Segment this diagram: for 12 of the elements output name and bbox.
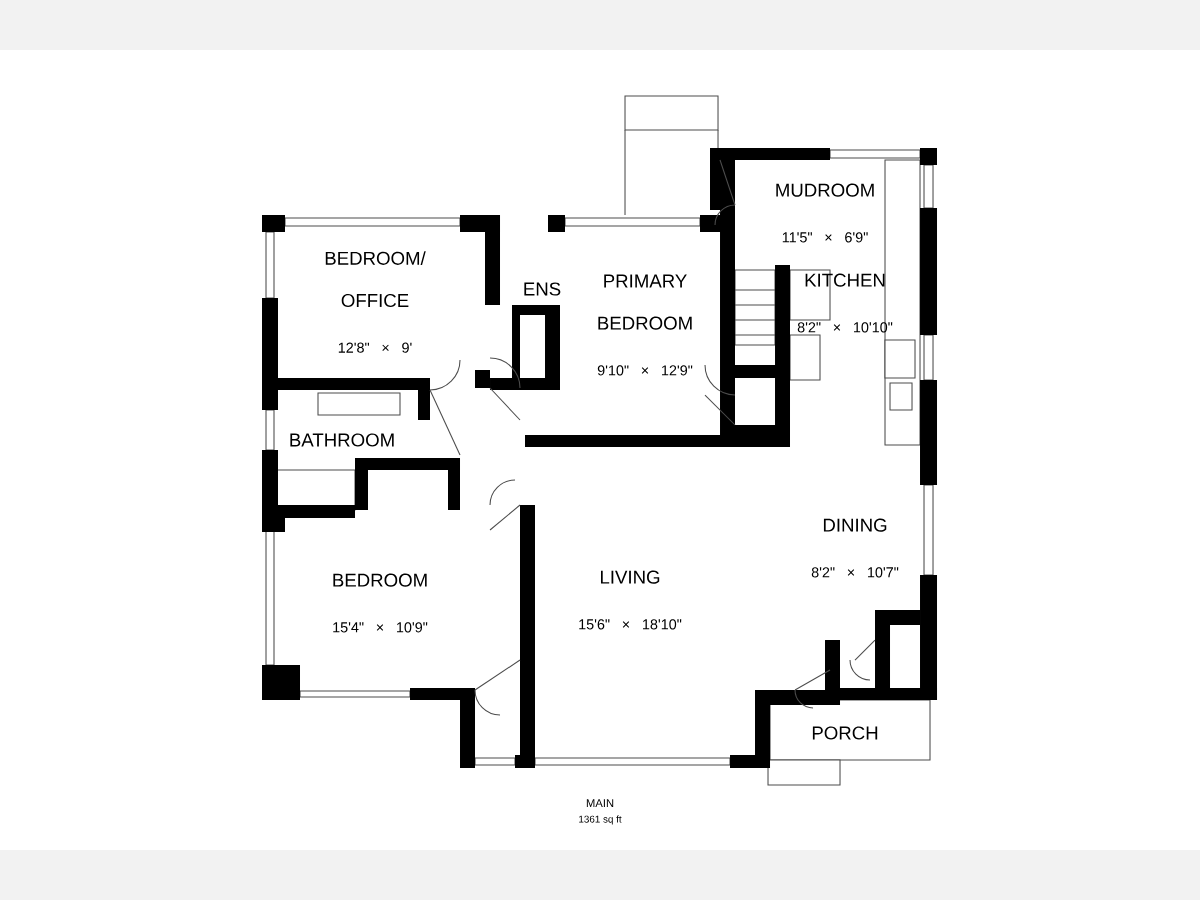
room-label: BEDROOM 15'4" × 10'9" xyxy=(333,573,428,633)
room-label: PORCH xyxy=(812,726,878,740)
area-label: 1361 sq ft xyxy=(579,815,622,825)
room-label: LIVING 15'6" × 18'10" xyxy=(579,570,682,630)
room-label: PRIMARY BEDROOM 9'10" × 12'9" xyxy=(597,274,693,376)
room-label: KITCHEN 8'2" × 10'10" xyxy=(797,273,893,333)
room-label: DINING 8'2" × 10'7" xyxy=(811,518,899,578)
room-label: BATHROOM xyxy=(290,433,394,447)
floor-name: MAIN xyxy=(586,799,614,807)
room-label: BEDROOM/ OFFICE 12'8" × 9' xyxy=(325,251,426,353)
room-label: MUDROOM 11'5" × 6'9" xyxy=(776,183,874,243)
room-label: ENS xyxy=(524,282,561,296)
